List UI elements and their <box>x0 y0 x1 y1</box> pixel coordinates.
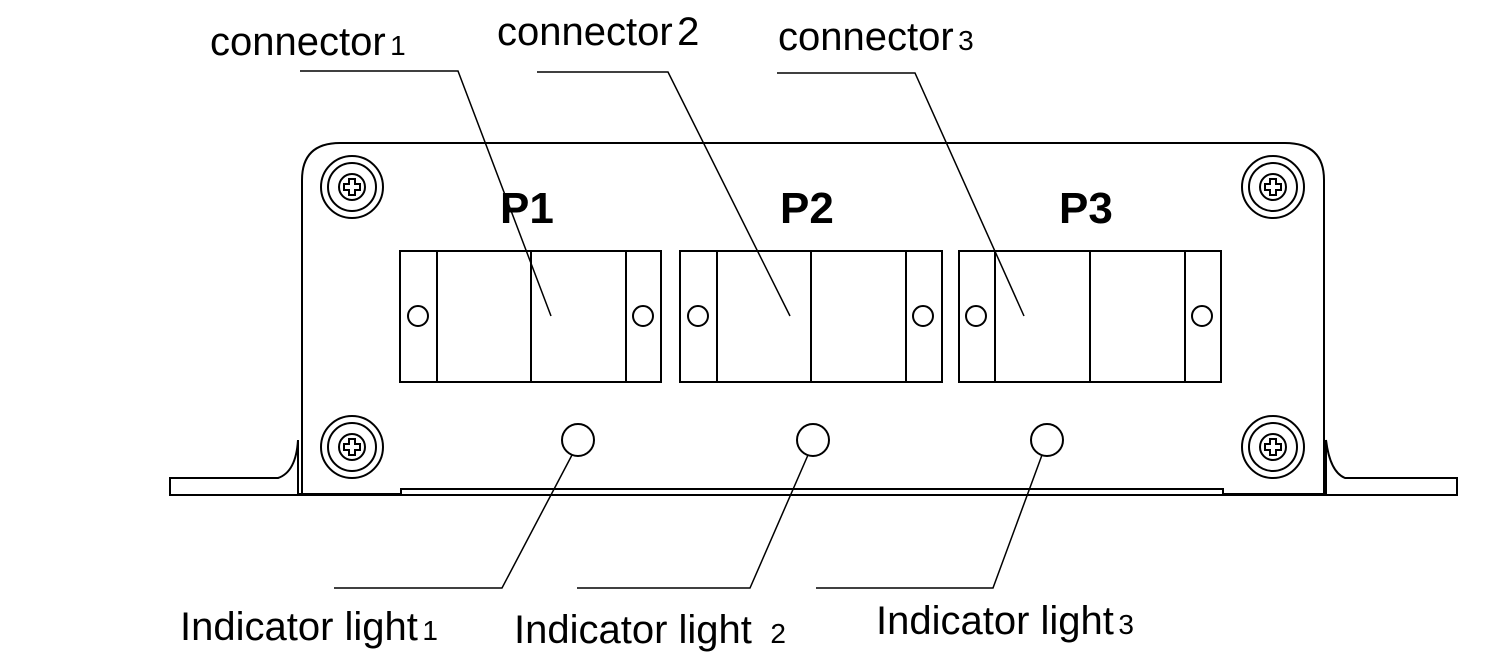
connector-label-1: connector 1 <box>210 22 406 62</box>
connector-label-word: connector <box>778 15 954 59</box>
indicator-label-word: Indicator light <box>876 599 1114 643</box>
leader-line-indicator-2 <box>577 454 809 589</box>
indicator-light-2 <box>796 423 830 457</box>
connector-label-3: connector 3 <box>778 17 974 57</box>
connector-label-2: connector 2 <box>497 12 699 52</box>
leader-line-connector-2 <box>537 71 791 317</box>
connector-label-word: connector <box>210 20 386 64</box>
indicator-label-3: Indicator light 3 <box>876 601 1134 641</box>
connector-label-number: 3 <box>958 25 974 56</box>
screw-icon <box>320 415 384 479</box>
indicator-label-word: Indicator light <box>514 608 752 652</box>
connector-2 <box>679 250 943 383</box>
screw-icon <box>1241 415 1305 479</box>
indicator-label-number: 3 <box>1118 609 1134 640</box>
base-plate <box>169 439 1458 496</box>
indicator-light-3 <box>1030 423 1064 457</box>
port-title-p3: P3 <box>1059 184 1113 233</box>
indicator-light-1 <box>561 423 595 457</box>
indicator-label-2: Indicator light 2 <box>514 610 786 650</box>
leader-line-indicator-1 <box>334 454 573 589</box>
indicator-label-number: 1 <box>422 615 438 646</box>
leader-line-indicator-3 <box>816 454 1043 589</box>
screw-icon <box>1241 155 1305 219</box>
port-title-p1: P1 <box>500 184 554 233</box>
screw-icon <box>320 155 384 219</box>
leader-line-connector-3 <box>777 72 1025 317</box>
connector-label-word: connector <box>497 10 673 54</box>
connector-label-number: 1 <box>390 30 406 61</box>
indicator-label-word: Indicator light <box>180 605 418 649</box>
port-title-p2: P2 <box>780 184 834 233</box>
connector-1 <box>399 250 662 383</box>
panel-housing <box>301 142 1325 494</box>
leader-line-connector-1 <box>300 70 552 317</box>
indicator-label-number: 2 <box>770 618 786 649</box>
indicator-label-1: Indicator light 1 <box>180 607 438 647</box>
connector-3 <box>958 250 1222 383</box>
connector-label-number: 2 <box>677 10 700 54</box>
